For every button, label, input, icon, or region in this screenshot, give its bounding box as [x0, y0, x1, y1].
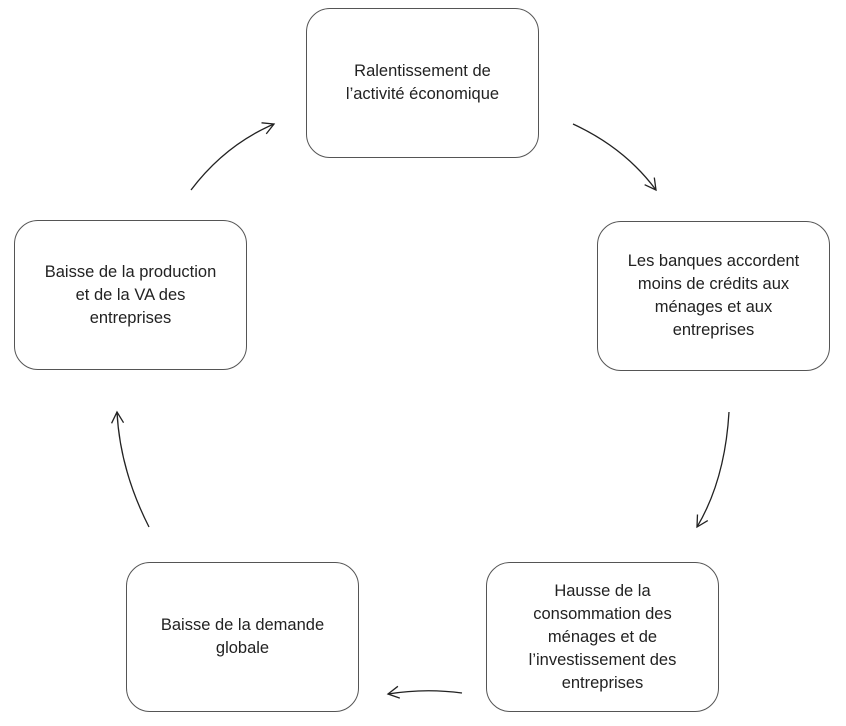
node-text-line: l’activité économique: [345, 85, 500, 103]
node-text-line: moins de crédits aux: [637, 275, 790, 293]
arrow-credits-to-hausse: [696, 411, 730, 529]
node-text-line: consommation des: [533, 604, 672, 623]
node-text-line: entreprises: [672, 321, 755, 339]
node-text-line: globale: [215, 639, 270, 657]
node-text-line: ménages et aux: [654, 298, 773, 316]
node-text-line: Les banques accordent: [627, 252, 800, 270]
node-text-line: ménages et de: [547, 627, 658, 646]
node-ralentissement: Ralentissement de l’activité économique: [306, 8, 539, 158]
arrow-demande-to-production: [110, 410, 150, 528]
node-text-line: l’investissement des: [528, 650, 677, 669]
node-credits: Les banques accordent moins de crédits a…: [597, 221, 830, 371]
node-hausse: Hausse de la consommation des ménages et…: [486, 562, 719, 712]
node-text-line: Baisse de la demande: [160, 616, 325, 634]
node-text-line: Ralentissement de: [354, 62, 491, 80]
node-text-line: entreprises: [89, 308, 172, 327]
node-demande: Baisse de la demande globale: [126, 562, 359, 712]
arrow-hausse-to-demande: [386, 685, 463, 699]
node-text-line: entreprises: [561, 673, 644, 692]
node-text-line: Baisse de la production: [44, 262, 217, 281]
arrow-production-to-ralentissement: [190, 122, 276, 191]
arrow-ralentissement-to-credits: [572, 123, 657, 192]
node-text-line: et de la VA des: [75, 285, 186, 304]
node-text-line: Hausse de la: [554, 581, 651, 600]
node-production: Baisse de la production et de la VA des …: [14, 220, 247, 370]
